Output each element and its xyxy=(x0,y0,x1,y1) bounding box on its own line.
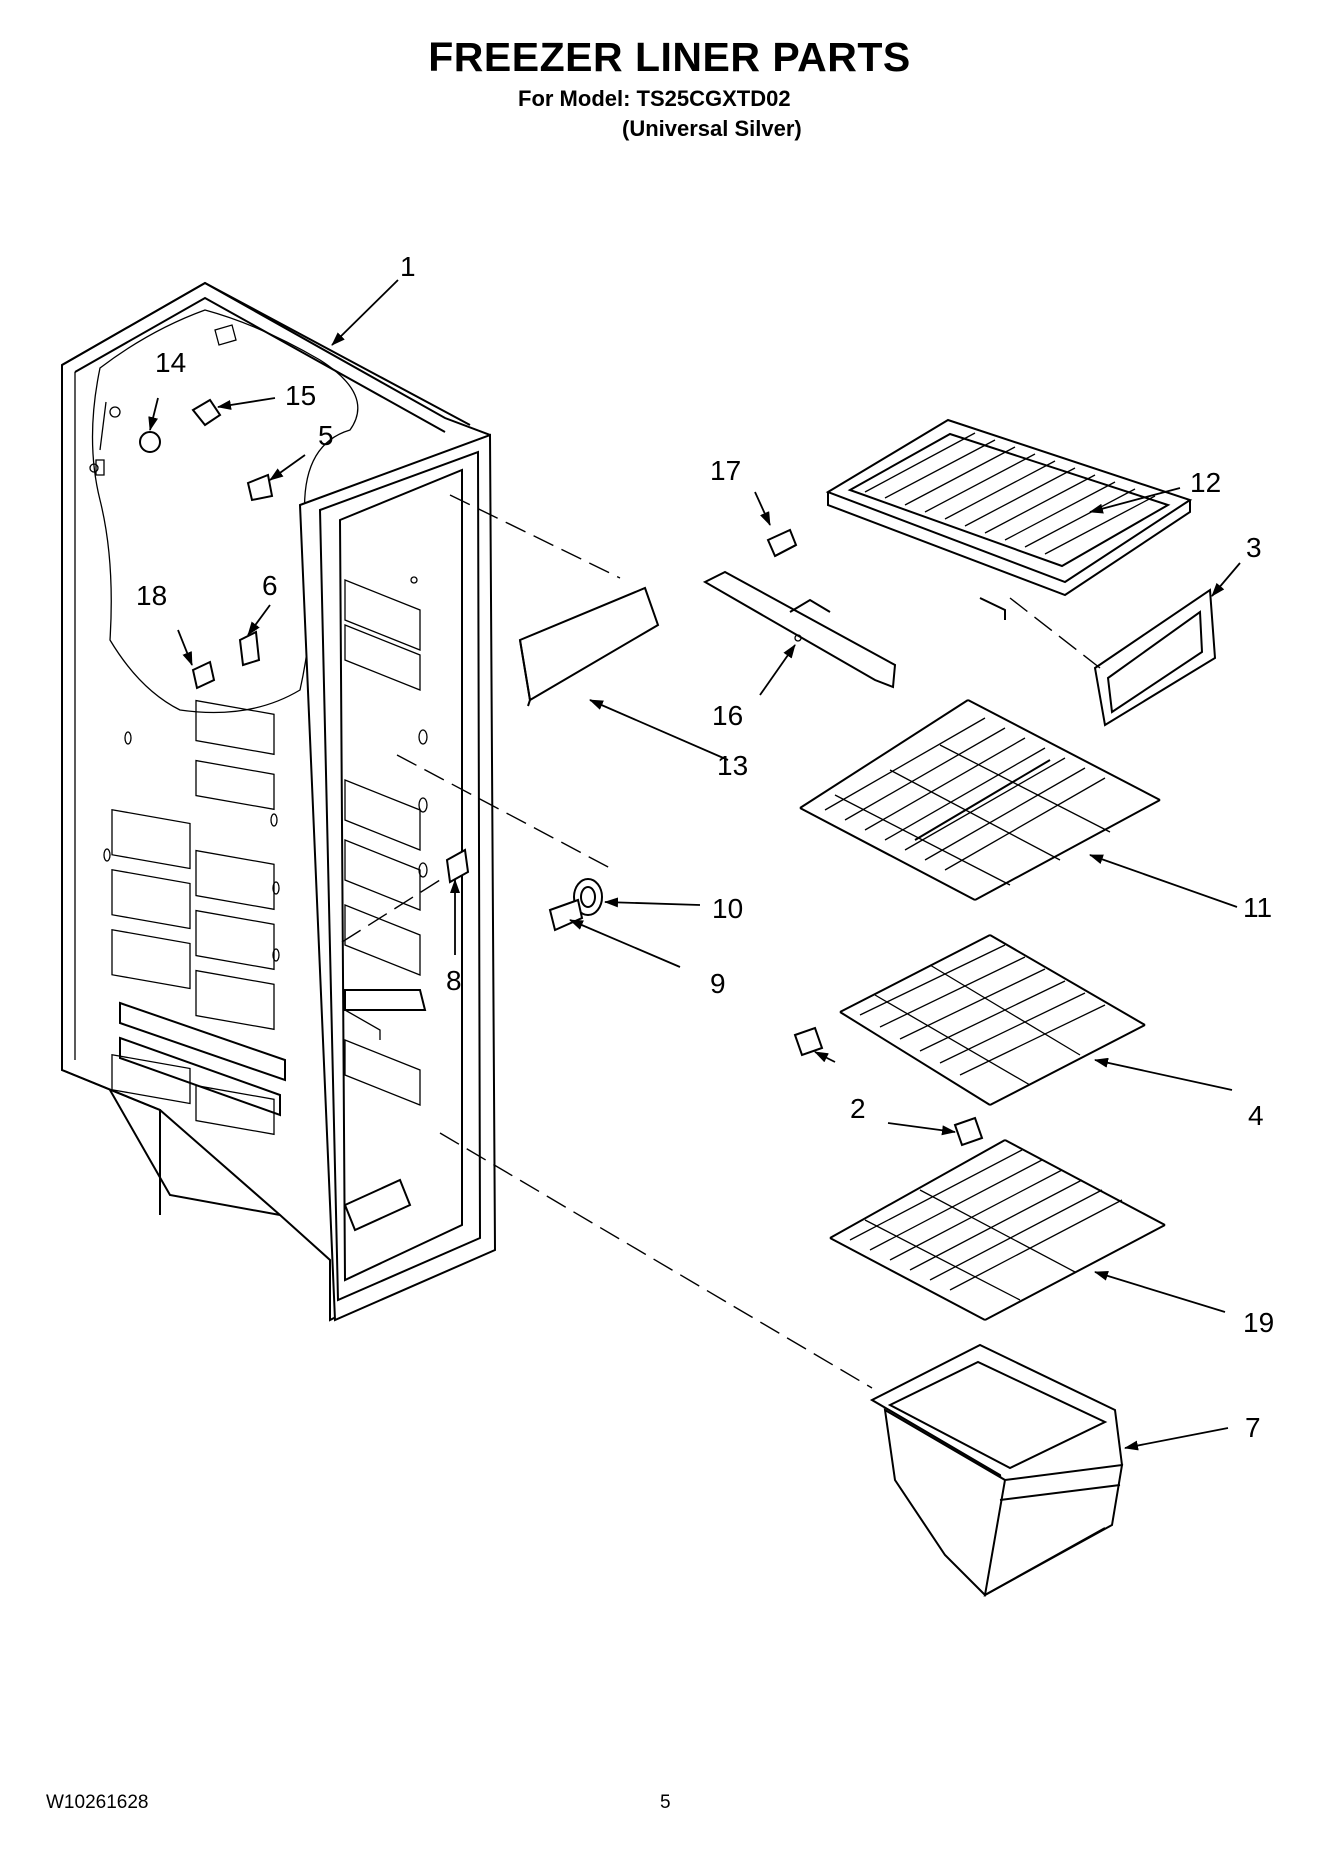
callout-2: 2 xyxy=(850,1093,866,1124)
screw-part-17 xyxy=(766,528,798,558)
callout-9: 9 xyxy=(710,968,726,999)
control-knob-parts-9-10 xyxy=(548,878,603,932)
light-and-sensor-parts xyxy=(139,398,274,690)
leader-lines xyxy=(148,279,1241,1451)
variant-line: (Universal Silver) xyxy=(622,116,802,141)
deflector-part-13 xyxy=(518,586,660,707)
callout-17: 17 xyxy=(710,455,741,486)
clip-part-8 xyxy=(445,848,470,884)
callout-10: 10 xyxy=(712,893,743,924)
shelf-studs-part-2 xyxy=(793,1026,984,1147)
callout-14: 14 xyxy=(155,347,186,378)
wire-shelf-part-4 xyxy=(839,934,1146,1106)
callout-6: 6 xyxy=(262,570,278,601)
callout-13: 13 xyxy=(717,750,748,781)
callout-1: 1 xyxy=(400,251,416,282)
callout-8: 8 xyxy=(446,965,462,996)
callout-16: 16 xyxy=(712,700,743,731)
bracket-part-16 xyxy=(702,570,897,689)
wire-shelf-part-11 xyxy=(799,699,1161,901)
freezer-bin-part-7 xyxy=(869,1343,1124,1597)
callout-12: 12 xyxy=(1190,467,1221,498)
callout-labels: 1 2 3 4 5 6 7 8 9 10 11 12 13 14 15 16 1… xyxy=(136,251,1274,1443)
callout-11: 11 xyxy=(1243,892,1272,923)
callout-15: 15 xyxy=(285,380,316,411)
model-line: For Model: TS25CGXTD02 xyxy=(518,86,791,111)
callout-4: 4 xyxy=(1248,1100,1264,1131)
page-title: FREEZER LINER PARTS xyxy=(428,34,911,80)
shelf-insert-part-3 xyxy=(1093,588,1217,727)
freezer-liner xyxy=(61,281,497,1322)
alignment-lines xyxy=(341,494,1101,1389)
callout-18: 18 xyxy=(136,580,167,611)
shelf-frame-part-12 xyxy=(825,418,1193,620)
callout-3: 3 xyxy=(1246,532,1262,563)
wire-shelf-part-19 xyxy=(829,1139,1166,1321)
page-number: 5 xyxy=(660,1792,671,1813)
callout-7: 7 xyxy=(1245,1412,1261,1443)
callout-19: 19 xyxy=(1243,1307,1274,1338)
callout-5: 5 xyxy=(318,420,334,451)
document-number: W10261628 xyxy=(46,1792,149,1813)
